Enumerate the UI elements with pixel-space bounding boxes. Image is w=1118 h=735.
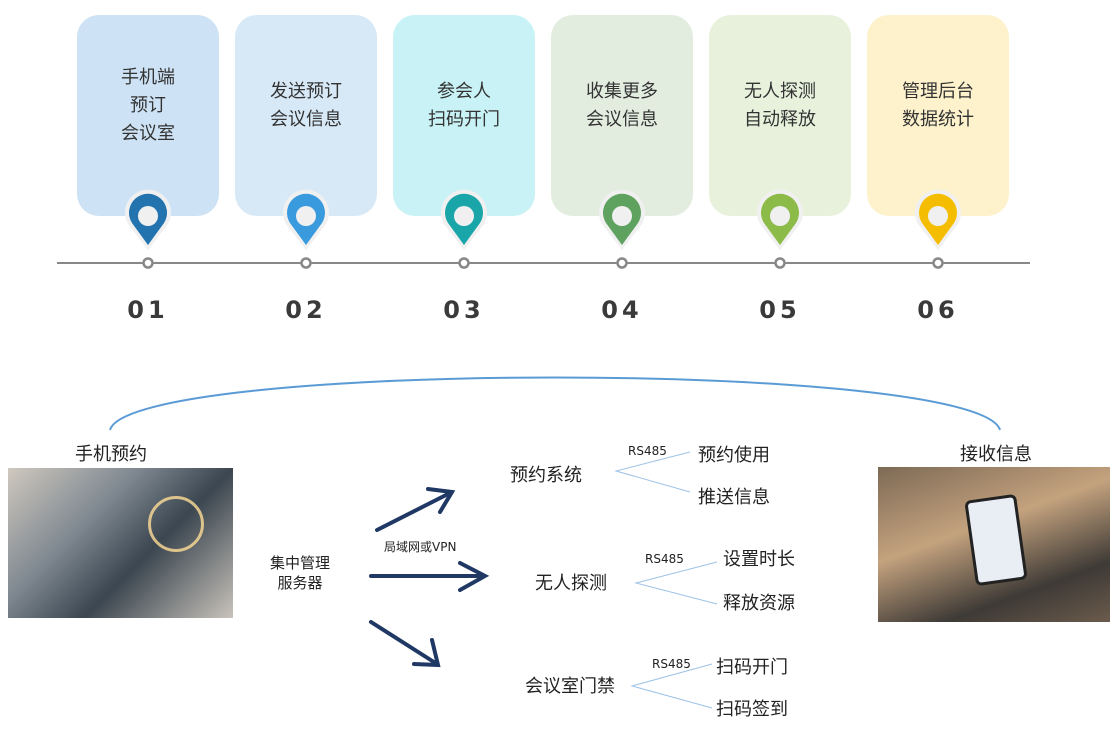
location-pin-icon: [283, 189, 329, 269]
step-number-1: 01: [127, 296, 169, 324]
network-arrows: [369, 487, 490, 668]
step-card-3: 参会人 扫码开门: [393, 15, 535, 216]
laptop-booking-photo: [8, 468, 233, 618]
central-server-label: 集中管理 服务器: [270, 553, 330, 593]
step-card-2: 发送预订 会议信息: [235, 15, 377, 216]
leaf-item: 推送信息: [698, 487, 770, 508]
location-pin-icon: [441, 189, 487, 269]
connection-arc: [109, 376, 1001, 431]
smartphone-notification-photo: [878, 467, 1110, 622]
arrow-right-icon: [369, 561, 490, 592]
step-card-4: 收集更多 会议信息: [551, 15, 693, 216]
arrow-down-icon: [369, 620, 441, 668]
step-card-5: 无人探测 自动释放: [709, 15, 851, 216]
step-number-2: 02: [285, 296, 327, 324]
location-pin-icon: [914, 189, 961, 269]
receive-info-label: 接收信息: [960, 444, 1032, 465]
protocol-label: RS485: [652, 657, 691, 671]
leaf-item: 释放资源: [723, 593, 795, 614]
leaf-item: 扫码开门: [716, 657, 788, 678]
server-line-2: 服务器: [277, 574, 323, 592]
leaf-item: 扫码签到: [716, 699, 788, 720]
step-number-6: 06: [917, 296, 959, 324]
location-pin-icon: [599, 189, 645, 269]
location-pin-icon: [125, 189, 172, 269]
step-number-3: 03: [443, 296, 485, 324]
leaf-item: 预约使用: [698, 445, 770, 466]
mobile-booking-label: 手机预约: [75, 444, 147, 465]
step-card-1: 手机端 预订 会议室: [77, 15, 219, 216]
booking-system-node: 预约系统: [510, 465, 582, 486]
step-number-4: 04: [601, 296, 643, 324]
protocol-label: RS485: [628, 444, 667, 458]
leaf-item: 设置时长: [723, 549, 795, 570]
location-pin-icon: [756, 189, 804, 269]
occupancy-detection-node: 无人探测: [535, 573, 607, 594]
network-label: 局域网或VPN: [384, 540, 457, 554]
protocol-label: RS485: [645, 552, 684, 566]
arrow-up-icon: [375, 487, 456, 532]
step-number-5: 05: [759, 296, 801, 324]
access-control-node: 会议室门禁: [525, 676, 615, 697]
server-line-1: 集中管理: [270, 554, 331, 572]
step-card-6: 管理后台 数据统计: [867, 15, 1009, 216]
branch-lines: [614, 451, 718, 709]
